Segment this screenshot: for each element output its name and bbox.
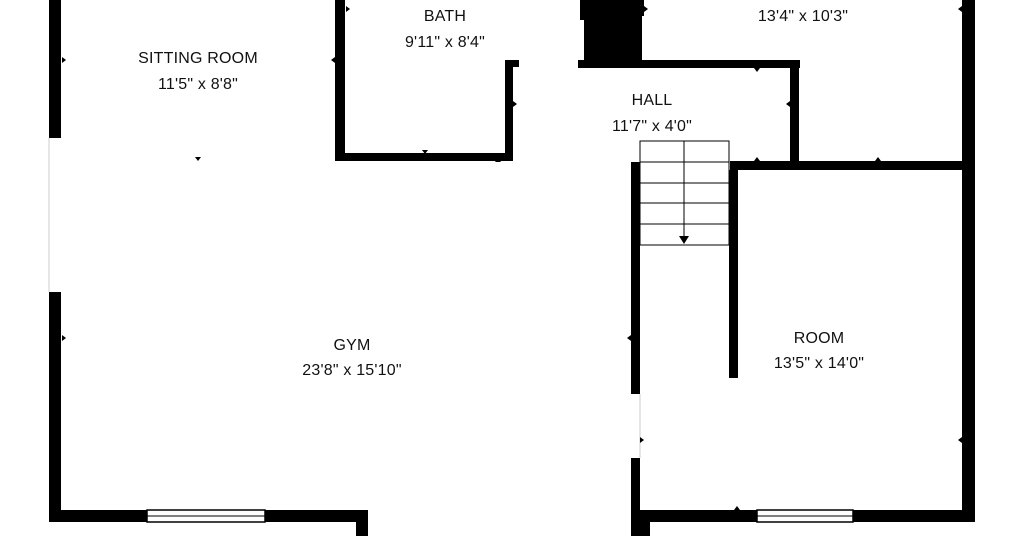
wall-bath-right-top [505,60,519,67]
room-dims-top-right: 13'4" x 10'3" [757,8,849,25]
room-dims-hall: 11'7" x 4'0" [611,118,693,135]
wall-bottom-right-c [640,522,650,536]
room-dims-room: 13'5" x 14'0" [773,355,865,372]
wall-right-exterior [962,170,975,522]
staircase [639,140,730,246]
room-label-room: ROOM [793,330,845,347]
wall-bottom-right-a [631,510,757,522]
chimney-block [584,0,642,60]
wall-bath-left [335,0,345,160]
wall-right-upper [962,0,975,170]
wall-left-upper [49,0,61,138]
wall-bottom-left-b [265,510,368,522]
stair-direction-arrow [679,236,689,244]
door-markers [62,6,962,510]
wall-bottom-left-c [356,510,368,536]
wall-room-top [730,161,975,170]
wall-left-lower [49,292,61,522]
wall-hall-top-right [720,60,800,68]
wall-bottom-left-a [49,510,147,522]
room-label-gym: GYM [333,337,371,354]
room-dims-sitting-room: 11'5" x 8'8" [157,76,239,93]
wall-top-right-door [640,0,644,16]
room-dims-bath: 9'11" x 8'4" [404,34,486,51]
window-bottom-right [756,509,854,523]
wall-bottom-right-b [853,510,975,522]
room-label-bath: BATH [423,8,467,25]
room-label-hall: HALL [631,92,673,109]
wall-hall-right [790,60,799,168]
window-bottom-left [146,509,266,523]
wall-hall-top-left [578,60,720,68]
wall-room-left [729,170,738,378]
wall-bath-bottom [335,153,513,161]
wall-bath-right-lower [505,60,513,161]
room-dims-gym: 23'8" x 15'10" [302,362,402,379]
wall-stair-left-lower [631,458,640,536]
room-label-sitting-room: SITTING ROOM [138,50,258,67]
wall-stair-left [631,162,640,394]
